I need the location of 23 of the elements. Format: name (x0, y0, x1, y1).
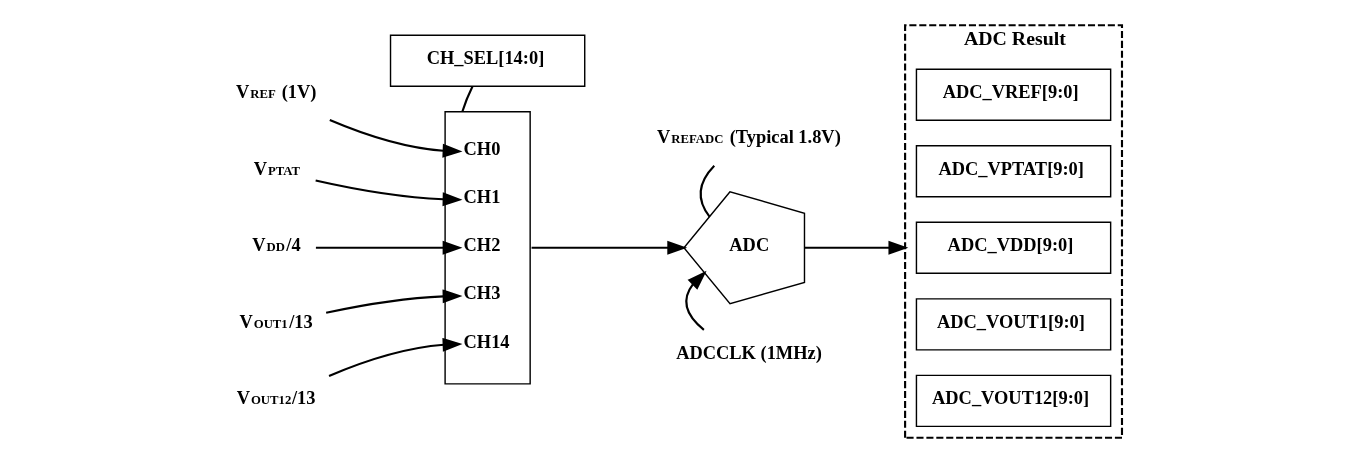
connector (699, 165, 715, 218)
node-box: ADC_VPTAT[9:0] (915, 145, 1111, 198)
node-box: ADC_VOUT12[9:0] (915, 374, 1111, 428)
connector (460, 86, 473, 112)
node-text: VREFADC (Typical 1.8V) (656, 127, 841, 148)
node-text: VOUT1/13 (239, 311, 313, 332)
arrow (314, 179, 462, 207)
arrow (531, 240, 687, 255)
node-text: ADCCLK (1MHz) (675, 342, 822, 363)
node-text: VREF (1V) (235, 82, 316, 103)
arrow (804, 240, 908, 255)
node-box: ADC_VREF[9:0] (915, 68, 1111, 121)
node-text: VDD/4 (251, 235, 301, 256)
arrow (325, 289, 462, 314)
node-text: VOUT12/13 (236, 388, 316, 409)
node-box: CH_SEL[14:0] (389, 34, 585, 87)
node-box: ADC_VOUT1[9:0] (915, 298, 1111, 351)
arrow (328, 337, 462, 377)
arrow (315, 240, 462, 255)
arrow (328, 118, 462, 158)
node-text: VPTAT (253, 158, 300, 179)
node-box: ADC_VDD[9:0] (915, 221, 1111, 275)
arrow (684, 270, 707, 331)
